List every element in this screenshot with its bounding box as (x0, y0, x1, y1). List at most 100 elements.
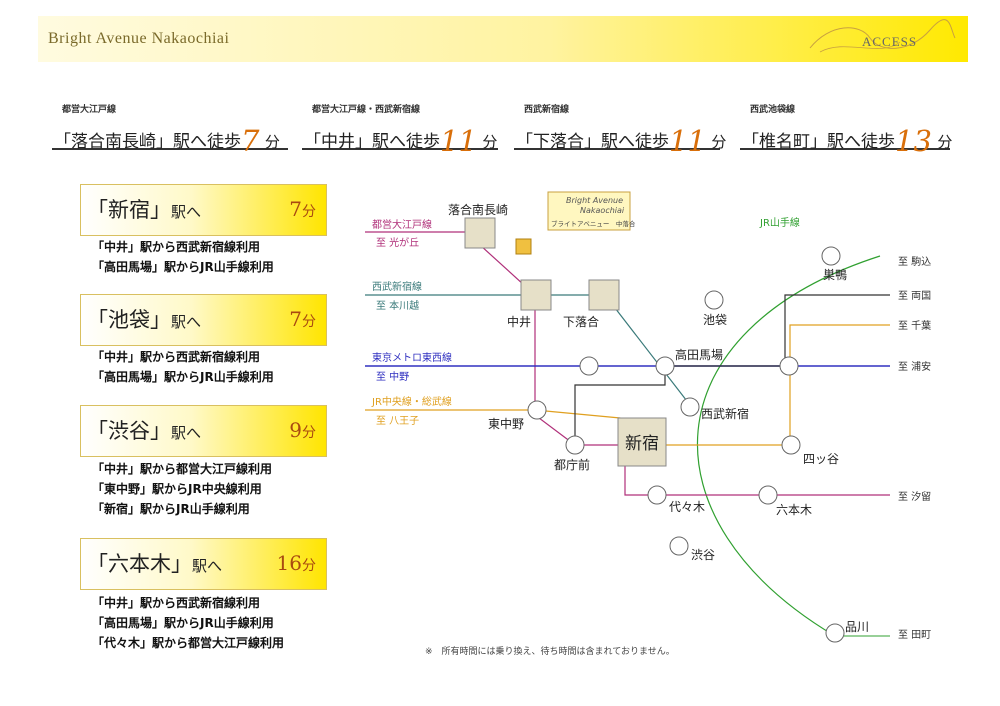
property-label-jp: ブライトアベニュー 中落合 (551, 219, 636, 228)
line-label-yamanote: JR山手線 (759, 216, 800, 229)
route-text: 「高田馬場」駅からJR山手線利用 (92, 260, 274, 274)
station-name-takadanobaba: 高田馬場 (675, 347, 723, 362)
dest-card-shibuya: 「渋谷」駅へ 9分 (80, 405, 327, 457)
line-label-chuo: JR中央線・総武線 (371, 395, 452, 408)
line-label-tozai: 東京メトロ東西線 (372, 351, 452, 364)
route-text: 「新宿」駅からJR山手線利用 (92, 502, 250, 516)
station-name-shinagawa: 品川 (845, 620, 869, 634)
dest-minutes: 7 (289, 307, 302, 331)
dest-minutes: 7 (289, 197, 302, 221)
station-iidabashi-marker (779, 356, 799, 376)
dest-label-ryogoku: 至 両国 (898, 290, 931, 302)
walk-text: 「下落合」駅へ徒歩 (516, 132, 669, 152)
dest-unit: 分 (302, 425, 316, 441)
line-dest-chuo: 至 八王子 (376, 415, 419, 427)
walk-text: 「落合南長崎」駅へ徒歩 (54, 132, 241, 152)
station-name-ikebukuro: 池袋 (703, 313, 727, 327)
station-name-yoyogi: 代々木 (669, 500, 705, 514)
station-name-nakai: 中井 (507, 314, 531, 329)
line-dest-seibu: 至 本川越 (376, 299, 419, 312)
walk-box-shimo-ochiai: 西武新宿線 「下落合」駅へ徒歩11 分 (514, 102, 726, 158)
walk-box-nakai: 都営大江戸線・西武新宿線 「中井」駅へ徒歩11 分 (302, 102, 498, 158)
station-roppongi-marker (758, 485, 778, 505)
header-band (38, 16, 968, 62)
dest-unit: 分 (302, 314, 316, 330)
line-label-seibu: 西武新宿線 (372, 280, 422, 293)
route-text: 「中井」駅から西武新宿線利用 (92, 240, 261, 254)
station-name-shimo-ochiai: 下落合 (563, 314, 599, 329)
station-name-roppongi: 六本木 (776, 503, 812, 517)
dest-name: 「新宿」 (87, 198, 171, 222)
walk-unit: 分 (937, 133, 953, 151)
station-seibu-shinjuku-marker (680, 397, 700, 417)
station-yoyogi-marker (647, 485, 667, 505)
walk-line-name: 西武新宿線 (524, 105, 570, 115)
walk-minutes: 11 (440, 124, 477, 158)
walk-unit: 分 (482, 133, 498, 151)
walk-line-name: 都営大江戸線 (62, 105, 117, 115)
walk-minutes: 7 (241, 124, 260, 158)
walk-unit: 分 (264, 133, 280, 151)
dest-minutes: 16 (276, 551, 302, 575)
station-shimo-ochiai-marker (588, 279, 620, 311)
station-name-yotsuya: 四ッ谷 (803, 452, 839, 466)
dest-suffix: 駅へ (171, 313, 202, 331)
route-text: 「東中野」駅からJR中央線利用 (92, 482, 262, 496)
dest-suffix: 駅へ (171, 424, 202, 442)
walk-line-name: 西武池袋線 (750, 105, 796, 115)
station-higashi-nakano-marker (527, 400, 547, 420)
station-takadanobaba-marker (655, 356, 675, 376)
dest-name: 「渋谷」 (87, 419, 171, 443)
station-shinjuku-marker (617, 417, 667, 467)
walk-unit: 分 (711, 133, 727, 151)
station-shinagawa-marker (825, 623, 845, 643)
station-nakai-marker (520, 279, 552, 311)
station-shibuya-marker (669, 536, 689, 556)
yamanote-line (696, 255, 881, 637)
walk-box-ochiai-minami-nagasaki: 都営大江戸線 「落合南長崎」駅へ徒歩7 分 (52, 102, 288, 158)
section-label: ACCESS (862, 34, 918, 49)
station-name-shinjuku: 新宿 (625, 434, 659, 454)
dest-name: 「池袋」 (87, 308, 171, 332)
station-name-higashi-nakano: 東中野 (488, 416, 524, 431)
other-line-2 (665, 294, 890, 367)
property-label-en-2: Nakaochiai (580, 206, 625, 215)
station-sugamo-marker (821, 246, 841, 266)
walk-box-shiinamachi: 西武池袋線 「椎名町」駅へ徒歩13 分 (740, 102, 953, 158)
line-dest-oedo: 至 光が丘 (376, 236, 419, 249)
dest-minutes: 9 (289, 418, 302, 442)
line-label-oedo: 都営大江戸線 (372, 218, 432, 231)
station-yotsuya-marker (781, 435, 801, 455)
station-ochiai-minami-nagasaki-marker (464, 217, 496, 249)
property-label-en-1: Bright Avenue (566, 196, 623, 205)
dest-unit: 分 (302, 558, 316, 574)
dest-label-urayasu: 至 浦安 (898, 360, 931, 373)
station-name-shibuya: 渋谷 (691, 548, 715, 562)
route-text: 「高田馬場」駅からJR山手線利用 (92, 370, 274, 384)
dest-name: 「六本木」 (87, 552, 192, 576)
dest-label-shiodome: 至 汐留 (898, 490, 931, 503)
dest-card-shinjuku: 「新宿」駅へ 7分 (80, 184, 327, 236)
walk-minutes: 11 (669, 124, 706, 158)
walk-line-name: 都営大江戸線・西武新宿線 (312, 105, 421, 115)
dest-label-tamachi: 至 田町 (898, 629, 931, 641)
dest-card-ikebukuro: 「池袋」駅へ 7分 (80, 294, 327, 346)
dest-label-chiba: 至 千葉 (898, 319, 931, 332)
dest-label-komagome: 至 駒込 (898, 256, 931, 268)
line-dest-tozai: 至 中野 (376, 370, 409, 383)
route-text: 「中井」駅から都営大江戸線利用 (92, 462, 273, 476)
route-text: 「中井」駅から西武新宿線利用 (92, 350, 261, 364)
walk-text: 「椎名町」駅へ徒歩 (742, 132, 895, 152)
dest-unit: 分 (302, 204, 316, 220)
page-title: Bright Avenue Nakaochiai (48, 30, 230, 47)
dest-card-roppongi: 「六本木」駅へ 16分 (80, 538, 327, 590)
dest-suffix: 駅へ (171, 203, 202, 221)
station-name-sugamo: 巣鴨 (823, 268, 847, 282)
route-text: 「中井」駅から西武新宿線利用 (92, 596, 261, 610)
dest-suffix: 駅へ (192, 557, 223, 575)
station-name-ochiai-minami-nagasaki: 落合南長崎 (448, 202, 508, 217)
route-text: 「代々木」駅から都営大江戸線利用 (92, 636, 285, 650)
flourish-ornament (809, 19, 956, 53)
station-tochomae-marker (565, 435, 585, 455)
